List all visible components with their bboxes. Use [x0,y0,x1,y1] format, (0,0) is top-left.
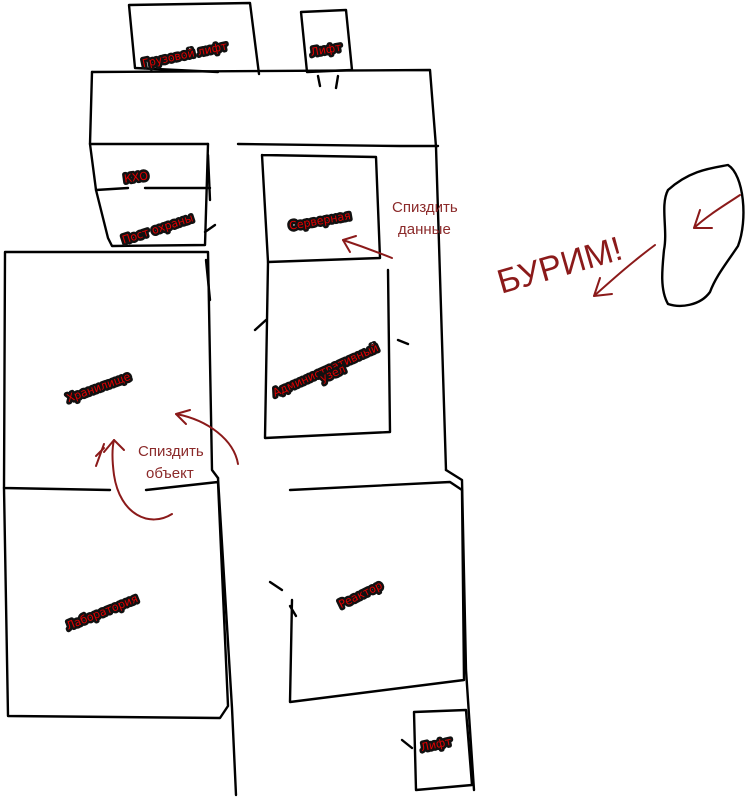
server-room-walls [260,153,382,264]
steal-data-arrow-head-icon [342,235,357,253]
room-label-guard-post: Пост охраны [121,211,195,246]
upper-building-walls [90,68,448,472]
room-label-reactor: Реактор [337,579,385,611]
drill-arrow-left-icon [593,244,656,297]
room-label-lift-bottom: Лифт [420,735,454,754]
room-label-server-room: Серверная [288,209,352,233]
room-label-kho: КХО [123,169,149,185]
note-steal-object-line1: Спиздить [138,443,204,460]
drill-site-outline [661,163,745,307]
note-drill: БУРИМ! [493,230,627,302]
upper-left-wall [88,70,210,146]
drill-arrow-top-icon [693,194,741,229]
drill-arrow-left-head-icon [593,277,613,297]
corridor-top-divider [236,142,440,148]
kho-divider [94,186,212,192]
bottom-lift-door [400,738,414,750]
admin-node-walls [263,260,392,440]
laboratory-walls [2,480,230,720]
kho-guard-walls [88,142,210,248]
guard-door [203,223,217,234]
steal-object-arrow-upper-head-icon [175,409,191,425]
bottom-lift-walls [412,708,474,792]
steal-data-arrow-icon [342,239,393,259]
drill-arrow-top-head-icon [693,209,713,229]
room-label-laboratory: Лаборатория [64,592,139,633]
note-steal-object-line2: объект [146,465,194,482]
note-steal-data-line2: данные [398,221,451,238]
steal-object-arrow-lower-icon [111,439,173,521]
lower-corridor-left [216,476,238,797]
room-label-storage: Хранилище [65,370,133,405]
storage-side-door [204,258,212,302]
reactor-walls [288,480,466,704]
room-label-freight-lift: Грузовой лифт [141,39,229,70]
note-steal-data-line1: Спиздить [392,199,458,216]
annotation-arrows [95,194,741,521]
top-lift-walls [299,8,354,74]
reactor-door [268,580,298,618]
steal-object-arrow-upper-icon [175,413,239,465]
steal-object-arrow-left-tick-icon [95,443,105,467]
room-label-lift-top: Лифт [309,41,343,59]
corridor-mid-tick [206,153,212,202]
lift-door-ticks [316,74,340,90]
admin-node-door [253,318,410,346]
